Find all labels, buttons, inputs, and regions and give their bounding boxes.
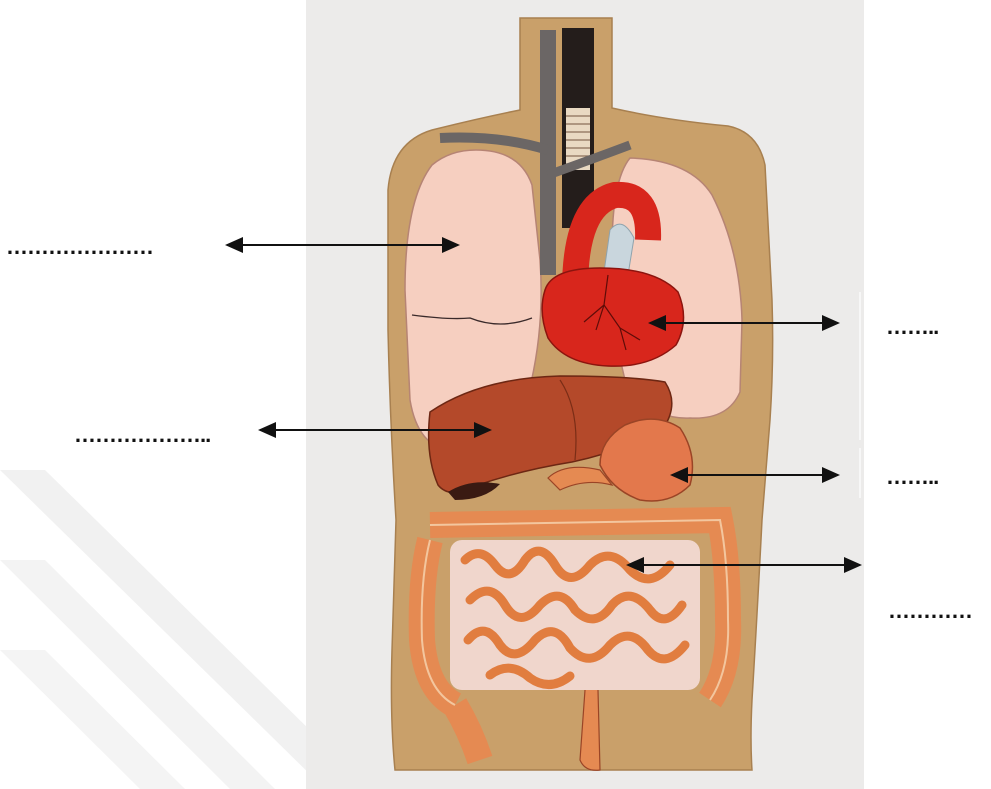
label-blank-heart: …….. <box>886 316 938 338</box>
label-blank-stomach: …….. <box>886 466 938 488</box>
label-blank-lungs: ………………… <box>6 236 153 258</box>
label-blank-liver: ……………….. <box>74 424 210 446</box>
label-blank-intestines: ………… <box>888 600 972 622</box>
